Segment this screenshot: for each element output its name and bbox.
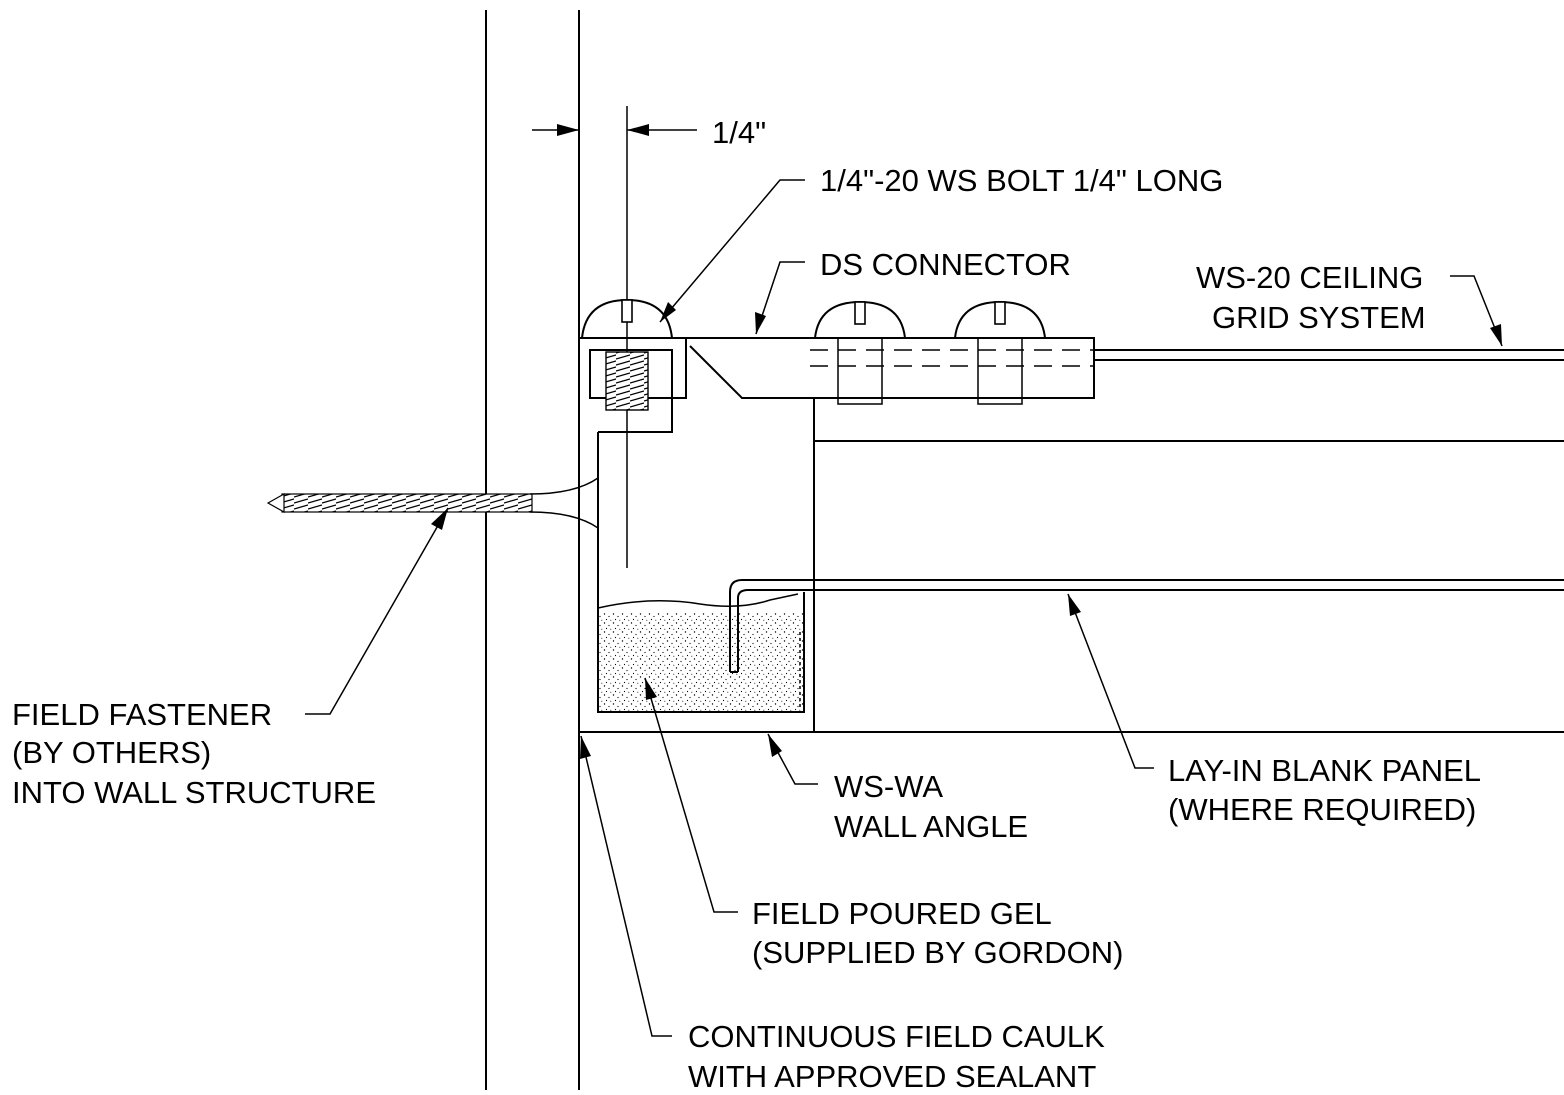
panel-edge-inner [737,589,1564,672]
panel-label-line1: LAY-IN BLANK PANEL [1168,753,1481,788]
bolt-left-threads [605,351,649,411]
wall-angle-label-line2: WALL ANGLE [834,809,1028,844]
leader-panel-arrow [1068,594,1081,616]
gel-surface-line [597,593,799,609]
label-grid-system: WS-20 CEILING GRID SYSTEM [1196,260,1503,347]
leader-fastener [305,507,449,715]
grid-label-line1: WS-20 CEILING [1196,260,1423,295]
label-wall-angle: WS-WA WALL ANGLE [767,733,1028,844]
label-panel: LAY-IN BLANK PANEL (WHERE REQUIRED) [1067,593,1481,827]
dimension-label: 1/4" [712,115,766,150]
label-fastener: FIELD FASTENER (BY OTHERS) INTO WALL STR… [12,507,449,810]
bolt-right-shank [977,338,1023,405]
dimension-arrow-right [627,124,649,136]
bolt-middle [813,300,907,405]
gel-label-line2: (SUPPLIED BY GORDON) [752,935,1124,970]
leader-connector [755,261,805,335]
wall-angle [578,345,1564,733]
wall-angle-outer [578,345,1564,733]
panel-label-line2: (WHERE REQUIRED) [1168,792,1476,827]
label-bolt: 1/4"-20 WS BOLT 1/4" LONG [659,163,1223,323]
bolt-middle-slot [854,301,866,325]
field-poured-gel-fill [598,612,804,712]
leader-gel-arrow [645,678,657,700]
label-connector: DS CONNECTOR [755,247,1071,335]
leader-gel [644,677,738,913]
leader-fastener-arrow [431,508,448,530]
wall [485,10,580,1090]
bolt-left-slot [621,299,633,323]
bolt-right [953,300,1047,405]
fastener-label-line3: INTO WALL STRUCTURE [12,775,376,810]
leader-caulk-arrow [580,736,591,759]
fastener-tip [266,492,285,514]
bolt-middle-shank [837,338,883,405]
fastener-head [529,476,599,530]
wall-angle-inner [597,432,805,713]
bolt-left [580,298,674,411]
connector-label: DS CONNECTOR [820,247,1071,282]
connector-arm [686,337,1095,399]
lay-in-panel [729,579,1564,673]
ds-connector [579,337,1095,433]
leader-wall-angle-arrow [768,734,782,757]
fastener-label-line1: FIELD FASTENER [12,697,272,732]
caulk-label-line1: CONTINUOUS FIELD CAULK [688,1019,1105,1054]
leader-grid-arrow [1490,324,1502,346]
fastener-label-line2: (BY OTHERS) [12,735,211,770]
ceiling-grid-system [813,349,1564,592]
panel-edge-outer [729,579,1564,672]
grid-label-line2: GRID SYSTEM [1212,300,1426,335]
leader-panel [1067,593,1154,769]
label-caulk: CONTINUOUS FIELD CAULK WITH APPROVED SEA… [580,735,1105,1094]
caulk-label-line2: WITH APPROVED SEALANT [688,1059,1096,1094]
leader-grid [1450,275,1503,347]
dimension-arrow-left [557,124,579,136]
label-gel: FIELD POURED GEL (SUPPLIED BY GORDON) [644,677,1124,970]
leader-bolt-arrow [660,302,676,322]
bolt-label: 1/4"-20 WS BOLT 1/4" LONG [820,163,1223,198]
leader-caulk [580,735,672,1037]
leader-connector-arrow [755,312,766,334]
fastener-threaded-shank [281,493,533,513]
bolt-right-slot [994,301,1006,325]
field-fastener [266,476,599,530]
gel-label-line1: FIELD POURED GEL [752,896,1052,931]
connector-body [598,350,673,433]
wall-angle-label-line1: WS-WA [834,769,943,804]
leader-wall-angle [767,733,818,785]
leader-bolt [659,179,805,323]
